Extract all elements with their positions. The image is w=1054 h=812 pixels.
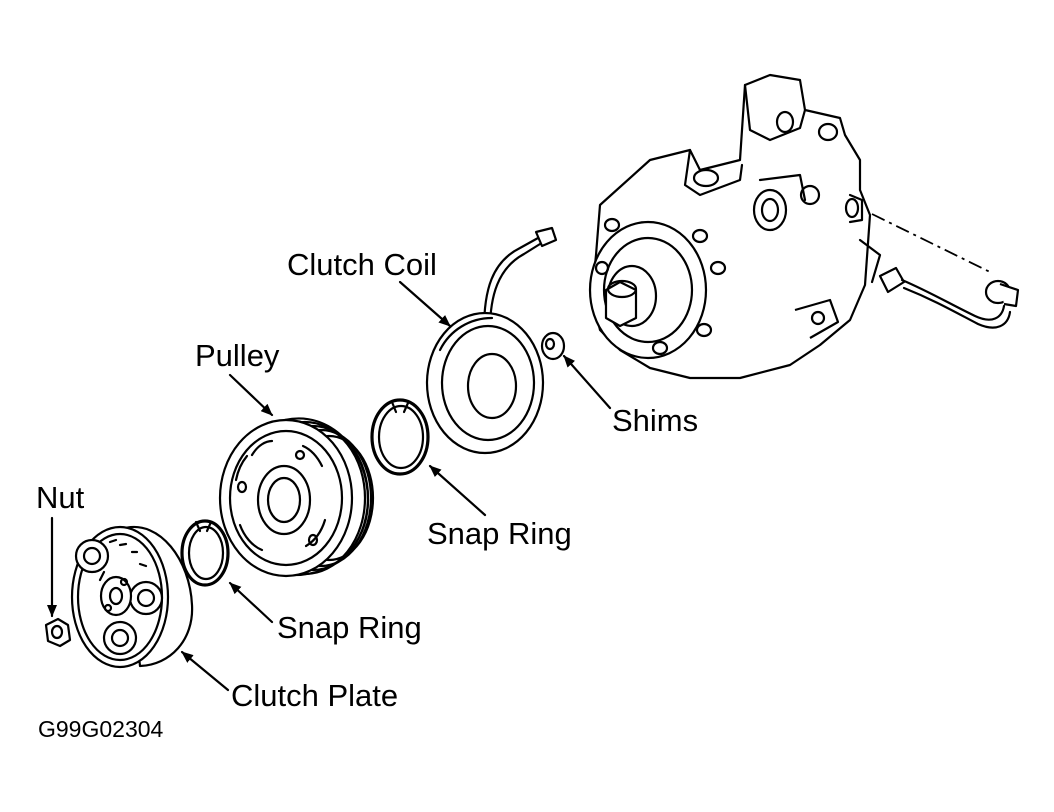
clutch-plate-part — [70, 525, 194, 669]
snap-ring-lower-part — [180, 519, 230, 587]
clutch-coil-part — [425, 226, 558, 455]
label-nut: Nut — [36, 480, 85, 515]
arrow-snap-ring-upper — [428, 464, 487, 517]
figure-code: G99G02304 — [38, 716, 164, 742]
arrow-snap-ring-lower — [228, 581, 274, 624]
label-shims: Shims — [612, 403, 699, 438]
leader-arrows — [47, 280, 612, 692]
wiring-harness — [878, 266, 1020, 329]
pulley-part — [218, 417, 375, 578]
arrow-clutch-coil — [398, 280, 452, 328]
arrow-clutch-plate — [180, 650, 230, 692]
arrow-shims — [562, 354, 612, 410]
label-snap-ring-upper: Snap Ring — [427, 516, 572, 551]
label-pulley: Pulley — [195, 338, 280, 373]
shims-part — [540, 331, 566, 361]
label-clutch-coil: Clutch Coil — [287, 247, 437, 282]
label-clutch-plate: Clutch Plate — [231, 678, 399, 713]
compressor-body — [588, 73, 882, 380]
arrow-pulley — [228, 373, 274, 417]
label-snap-ring-lower: Snap Ring — [277, 610, 422, 645]
snap-ring-upper-part — [370, 398, 430, 476]
center-axis — [871, 213, 991, 273]
nut-part — [44, 617, 72, 648]
